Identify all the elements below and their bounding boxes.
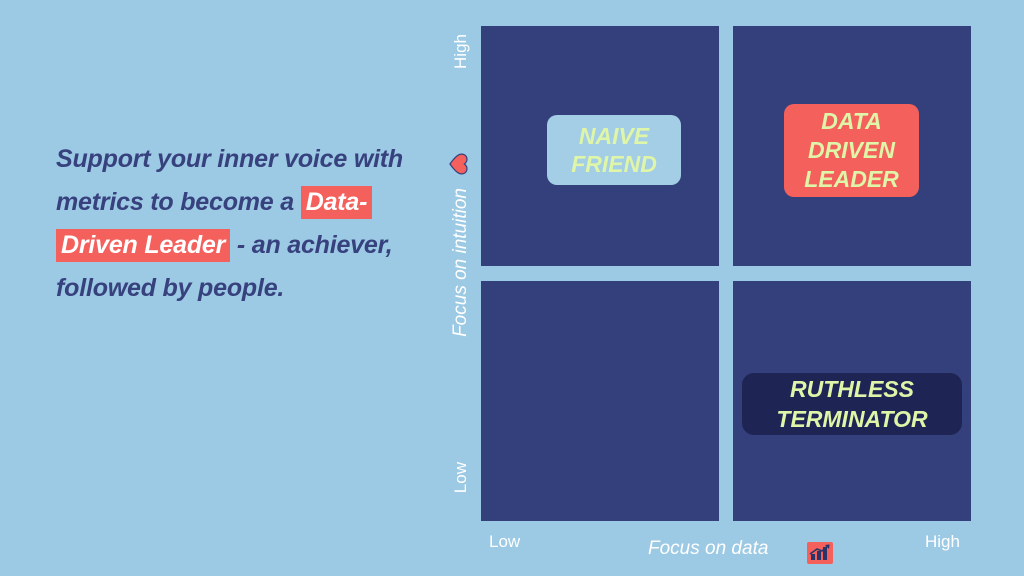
y-axis-tick-high: High — [451, 34, 470, 69]
quadrant-label-ruthless-terminator: RUTHLESS TERMINATOR — [742, 373, 962, 435]
quadrant-matrix: NAIVE FRIEND DATA DRIVEN LEADER RUTHLESS… — [481, 26, 972, 522]
headline-part-before: Support your inner voice with metrics to… — [56, 145, 404, 216]
quadrant-bottom-left — [481, 281, 719, 521]
chart-increasing-icon — [807, 542, 833, 564]
quadrant-label-data-driven-leader: DATA DRIVEN LEADER — [784, 104, 919, 197]
heart-icon — [447, 152, 471, 175]
x-axis-title: Focus on data — [648, 538, 769, 559]
headline-text: Support your inner voice with metrics to… — [56, 138, 416, 310]
quadrant-label-naive-friend: NAIVE FRIEND — [547, 115, 681, 185]
headline-part-after: - an achiever, followed by people. — [56, 231, 393, 302]
x-axis-tick-low: Low — [489, 532, 521, 551]
y-axis-tick-low: Low — [451, 462, 470, 494]
y-axis-title: Focus on intuition — [450, 188, 471, 337]
x-axis-tick-high: High — [925, 532, 960, 551]
